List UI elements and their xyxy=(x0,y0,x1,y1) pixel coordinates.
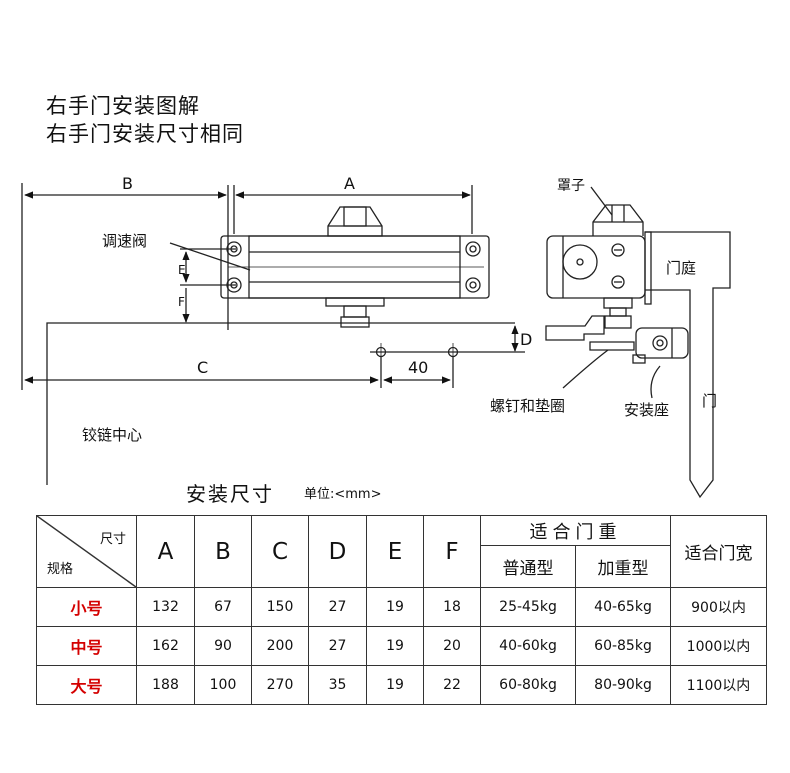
callout-cover: 罩子 xyxy=(557,178,585,194)
spec-table: 尺寸 规格 A B C D E F 适合门重 适合门宽 普通型 加重型 小号 1… xyxy=(36,515,767,705)
cell-width: 900以内 xyxy=(670,587,767,627)
cell-a: 132 xyxy=(136,587,195,627)
col-header-normal: 普通型 xyxy=(480,545,576,588)
col-header-a: A xyxy=(136,515,195,588)
door-closer-body xyxy=(220,206,490,328)
door-frame-section xyxy=(545,186,731,499)
title-line-2: 右手门安装尺寸相同 xyxy=(46,122,244,146)
col-header-b: B xyxy=(194,515,252,588)
col-header-heavy: 加重型 xyxy=(575,545,671,588)
cell-d: 35 xyxy=(308,665,367,705)
corner-bottom-label: 规格 xyxy=(47,562,74,577)
valve-leader xyxy=(169,242,251,271)
title-line-1: 右手门安装图解 xyxy=(46,94,200,118)
cell-e: 19 xyxy=(366,587,424,627)
cell-f: 18 xyxy=(423,587,481,627)
hinge-reference-line xyxy=(46,322,515,485)
cell-c: 200 xyxy=(251,626,309,666)
table-row: 中号 162 90 200 27 19 20 40-60kg 60-85kg 1… xyxy=(36,626,767,666)
row-model: 小号 xyxy=(36,587,137,627)
cell-e: 19 xyxy=(366,626,424,666)
cell-f: 20 xyxy=(423,626,481,666)
col-header-weight: 适合门重 xyxy=(480,515,671,546)
table-row: 大号 188 100 270 35 19 22 60-80kg 80-90kg … xyxy=(36,665,767,705)
row-model: 中号 xyxy=(36,626,137,666)
table-row: 小号 132 67 150 27 19 18 25-45kg 40-65kg 9… xyxy=(36,587,767,627)
corner-header: 尺寸 规格 xyxy=(36,515,137,588)
cell-e: 19 xyxy=(366,665,424,705)
callout-hinge-center: 铰链中心 xyxy=(82,426,142,444)
cell-c: 150 xyxy=(251,587,309,627)
cell-width: 1000以内 xyxy=(670,626,767,666)
cell-normal: 60-80kg xyxy=(480,665,576,705)
cell-normal: 25-45kg xyxy=(480,587,576,627)
col-header-e: E xyxy=(366,515,424,588)
col-header-width: 适合门宽 xyxy=(670,515,767,588)
callout-valve: 调速阀 xyxy=(102,232,147,250)
col-header-d: D xyxy=(308,515,367,588)
cell-heavy: 40-65kg xyxy=(575,587,671,627)
dim-label-a: A xyxy=(344,174,355,193)
cell-d: 27 xyxy=(308,587,367,627)
callout-mount-seat: 安装座 xyxy=(624,401,669,419)
cell-c: 270 xyxy=(251,665,309,705)
cell-normal: 40-60kg xyxy=(480,626,576,666)
cell-a: 162 xyxy=(136,626,195,666)
unit-label: 单位:<mm> xyxy=(304,487,382,502)
cell-a: 188 xyxy=(136,665,195,705)
row-model: 大号 xyxy=(36,665,137,705)
callout-door: 门 xyxy=(702,392,717,410)
section-title: 安装尺寸 xyxy=(186,482,274,506)
installation-diagram: B A C D 40 E F 调速阀 铰链中心 罩子 门庭 螺钉和垫圈 安装座 … xyxy=(21,174,731,499)
col-header-c: C xyxy=(251,515,309,588)
cell-heavy: 80-90kg xyxy=(575,665,671,705)
dim-label-40: 40 xyxy=(408,358,428,377)
cell-width: 1100以内 xyxy=(670,665,767,705)
col-header-f: F xyxy=(423,515,481,588)
cell-b: 100 xyxy=(194,665,252,705)
dim-label-b: B xyxy=(122,174,133,193)
cell-d: 27 xyxy=(308,626,367,666)
cell-b: 67 xyxy=(194,587,252,627)
dim-label-d: D xyxy=(520,330,532,349)
cell-b: 90 xyxy=(194,626,252,666)
cell-heavy: 60-85kg xyxy=(575,626,671,666)
callout-door-frame: 门庭 xyxy=(666,259,696,277)
dim-label-e: E xyxy=(178,263,186,277)
corner-top-label: 尺寸 xyxy=(99,532,126,547)
cell-f: 22 xyxy=(423,665,481,705)
dim-label-c: C xyxy=(197,358,208,377)
callout-screw-washer: 螺钉和垫圈 xyxy=(490,397,565,415)
dim-label-f: F xyxy=(178,295,185,309)
